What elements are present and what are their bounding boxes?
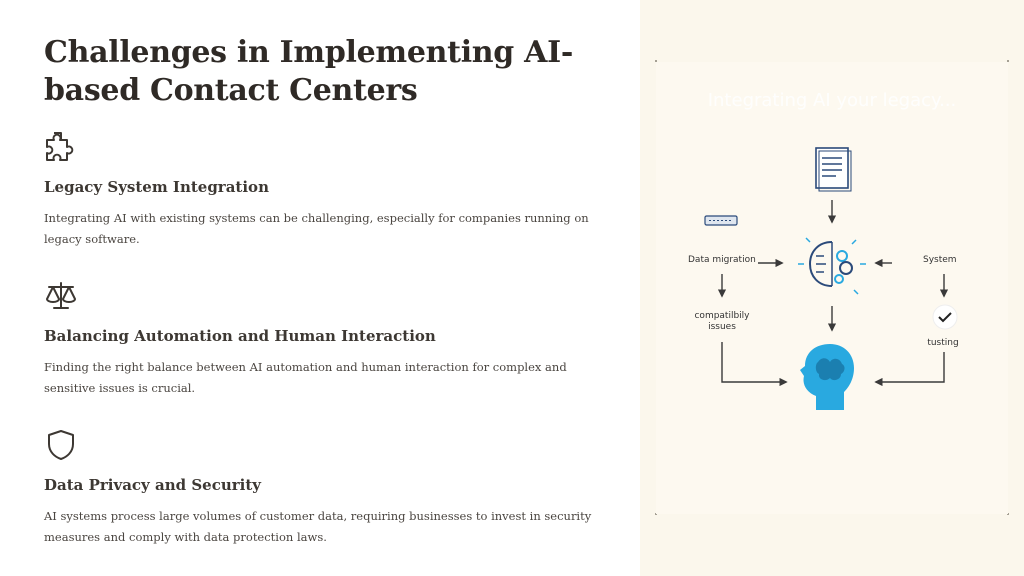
- check-icon: [932, 304, 958, 330]
- label-system: System: [923, 255, 957, 265]
- brain-head-icon: [800, 344, 854, 410]
- label-testing: tusting: [927, 338, 958, 348]
- challenge-legacy-integration: Legacy System Integration Integrating AI…: [44, 130, 604, 250]
- challenge-data-privacy: Data Privacy and Security AI systems pro…: [44, 428, 604, 548]
- challenge-heading: Balancing Automation and Human Interacti…: [44, 327, 436, 345]
- corner-dot: [1007, 60, 1009, 62]
- illustration-panel: Integrating AI your legacy...: [640, 0, 1024, 576]
- ai-head-gears-icon: [798, 237, 866, 295]
- shield-icon: [44, 428, 78, 462]
- arrow-compat-to-brain: [721, 342, 788, 387]
- diagram-faded-title: Integrating AI your legacy...: [707, 90, 957, 111]
- challenge-heading: Data Privacy and Security: [44, 476, 261, 494]
- puzzle-icon: [44, 130, 78, 164]
- corner-dot: [655, 60, 657, 62]
- label-compat-line2: issues: [708, 322, 736, 332]
- server-icon: [704, 215, 738, 226]
- integration-diagram: Data migration compatilbily issues Syste…: [688, 147, 959, 410]
- challenge-description: Finding the right balance between AI aut…: [44, 360, 567, 395]
- label-compat-line1: compatilbily: [694, 311, 750, 321]
- diagram-card: Integrating AI your legacy...: [656, 62, 1008, 514]
- challenge-description: Integrating AI with existing systems can…: [44, 211, 589, 246]
- document-icon: [815, 147, 852, 192]
- challenge-heading: Legacy System Integration: [44, 178, 269, 196]
- scale-icon: [44, 279, 78, 313]
- label-data-migration: Data migration: [688, 255, 756, 265]
- arrow-testing-to-brain: [874, 352, 945, 387]
- content-panel: Challenges in Implementing AI-based Cont…: [44, 35, 604, 548]
- challenge-automation-balance: Balancing Automation and Human Interacti…: [44, 279, 604, 399]
- corner-dot: [655, 513, 657, 515]
- challenge-description: AI systems process large volumes of cust…: [44, 509, 592, 544]
- corner-dot: [1007, 513, 1009, 515]
- page-title: Challenges in Implementing AI-based Cont…: [44, 35, 573, 108]
